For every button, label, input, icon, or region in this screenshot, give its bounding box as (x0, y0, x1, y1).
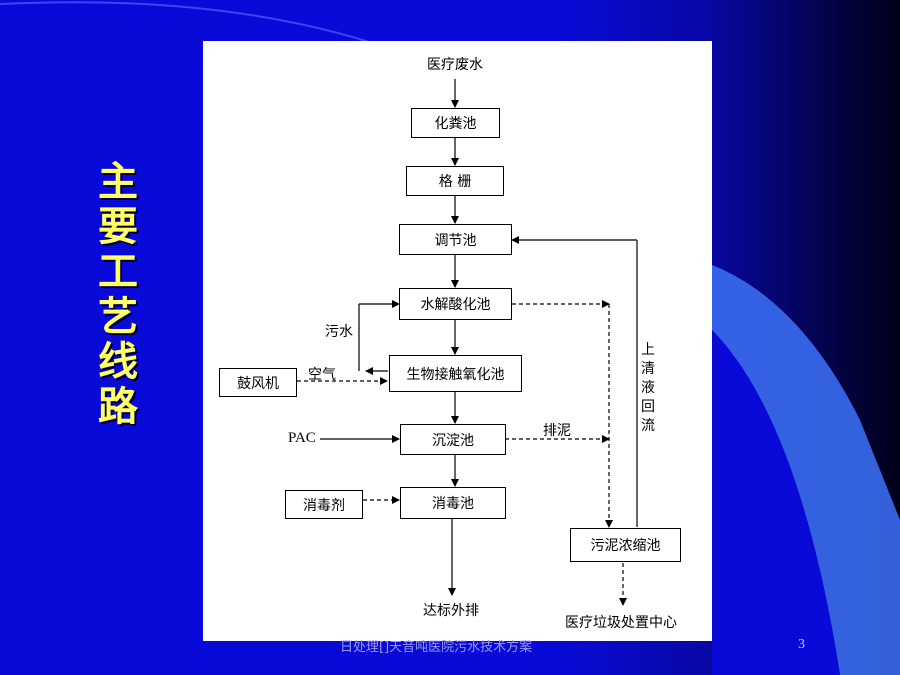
slide-title: 主要工艺线路 (98, 159, 138, 430)
sludge-discharge-label: 排泥 (543, 423, 571, 439)
disinfectant-node: 消毒剂 (285, 490, 363, 519)
equalization-tank-node: 调节池 (399, 224, 512, 255)
air-label: 空气 (308, 367, 336, 383)
sewage-label: 污水 (325, 324, 353, 340)
disinfection-tank-node: 消毒池 (400, 487, 506, 519)
waste-center-label: 医疗垃圾处置中心 (565, 615, 677, 631)
source-label: 医疗废水 (427, 57, 483, 73)
discharge-label: 达标外排 (423, 603, 479, 619)
grille-node: 格 栅 (406, 166, 504, 196)
pac-label: PAC (288, 430, 316, 446)
slide-footer: 日处理[]天音吨医院污水技术方案 (340, 640, 533, 655)
flowchart-panel: 医疗废水 化粪池 格 栅 调节池 水解酸化池 生物接触氧化池 鼓风机 沉淀池 消… (203, 41, 712, 641)
blower-node: 鼓风机 (219, 368, 297, 397)
sedimentation-tank-node: 沉淀池 (400, 424, 506, 455)
page-number: 3 (798, 637, 805, 652)
supernatant-return-label: 上清液回流 (641, 342, 655, 434)
septic-tank-node: 化粪池 (411, 108, 500, 138)
hydrolysis-tank-node: 水解酸化池 (399, 288, 512, 320)
flow-connectors (297, 79, 638, 606)
sludge-thickener-node: 污泥浓缩池 (570, 528, 681, 562)
bio-oxidation-tank-node: 生物接触氧化池 (389, 355, 522, 392)
